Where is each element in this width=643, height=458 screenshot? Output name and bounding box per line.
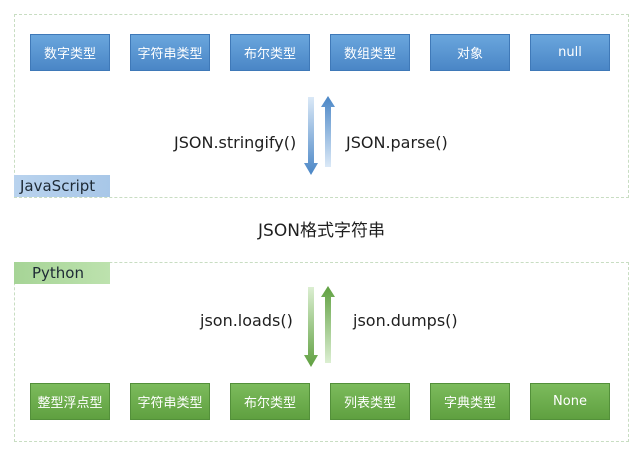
json-string-title: JSON格式字符串 [258,221,385,241]
py-type-dict: 字典类型 [430,383,510,420]
js-conversion-arrows [304,96,335,175]
js-down-arrow-icon [304,97,318,175]
py-down-arrow-icon [304,287,318,367]
js-type-array: 数组类型 [330,34,410,71]
js-up-arrow-icon [321,96,335,167]
loads-label: json.loads() [200,311,293,330]
python-panel [14,262,629,442]
py-up-arrow-icon [321,286,335,363]
js-type-boolean: 布尔类型 [230,34,310,71]
js-type-string: 字符串类型 [130,34,210,71]
python-language-tag: Python [14,262,110,284]
py-type-boolean: 布尔类型 [230,383,310,420]
py-type-number: 整型浮点型 [30,383,110,420]
js-type-null: null [530,34,610,71]
dumps-label: json.dumps() [353,311,458,330]
python-conversion-arrows [304,286,335,367]
py-type-none: None [530,383,610,420]
js-type-object: 对象 [430,34,510,71]
py-type-list: 列表类型 [330,383,410,420]
stringify-label: JSON.stringify() [174,133,297,152]
js-type-number: 数字类型 [30,34,110,71]
parse-label: JSON.parse() [346,133,448,152]
py-type-string: 字符串类型 [130,383,210,420]
javascript-language-tag: JavaScript [14,175,110,197]
javascript-panel [14,14,629,198]
